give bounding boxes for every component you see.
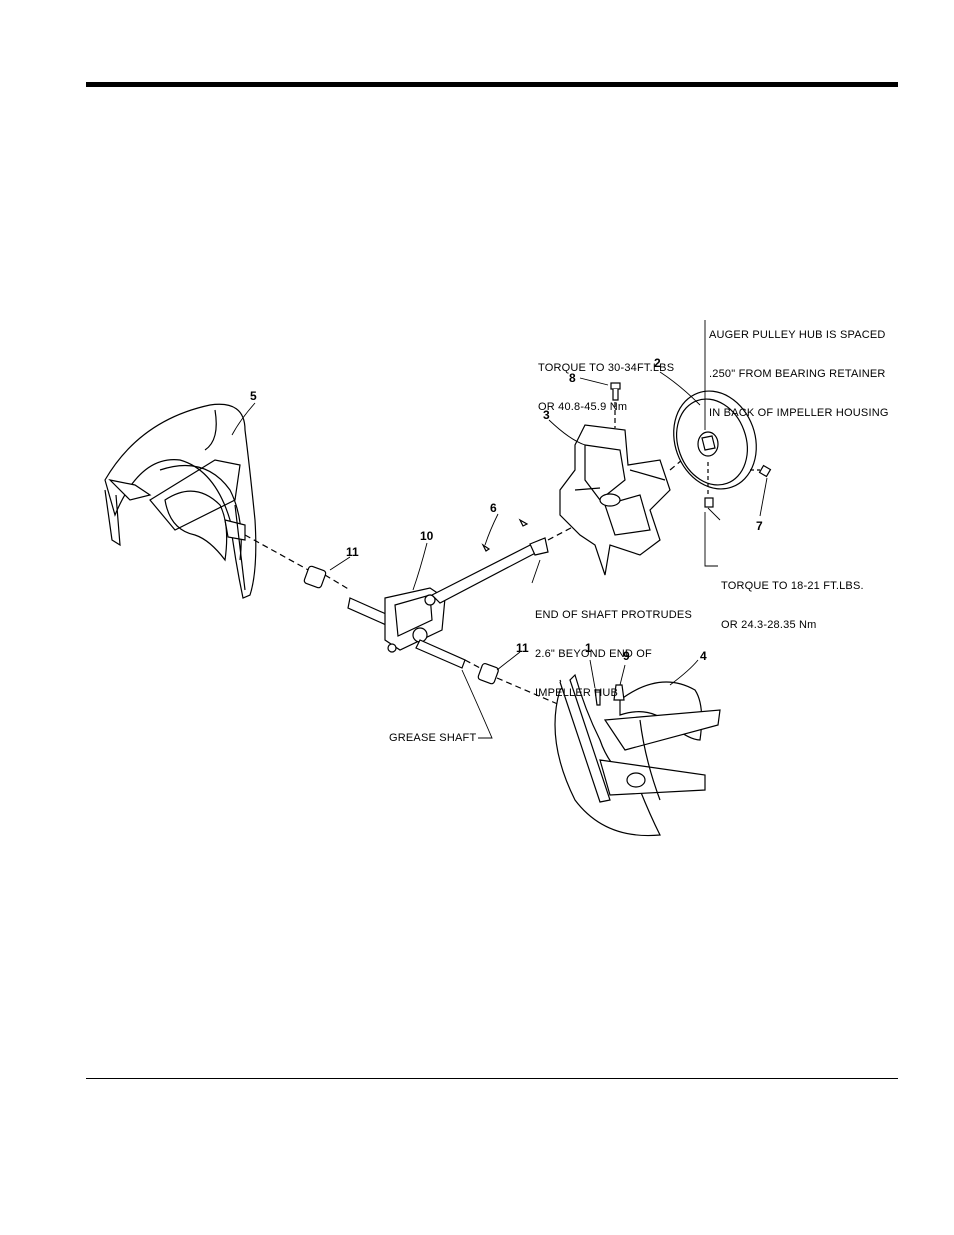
note-torque-bottom: TORQUE TO 18-21 FT.LBS. OR 24.3-28.35 Nm bbox=[721, 554, 864, 645]
note-line: OR 40.8-45.9 Nm bbox=[538, 401, 628, 413]
top-rule bbox=[86, 82, 898, 87]
note-line: OR 24.3-28.35 Nm bbox=[721, 619, 817, 631]
callout-9: 9 bbox=[623, 649, 630, 663]
callout-7: 7 bbox=[756, 519, 763, 533]
note-line: AUGER PULLEY HUB IS SPACED bbox=[709, 329, 886, 341]
note-line: 2.6" BEYOND END OF bbox=[535, 648, 652, 660]
auger-pulley bbox=[673, 390, 757, 490]
note-torque-top: TORQUE TO 30-34FT.LBS OR 40.8-45.9 Nm bbox=[538, 336, 674, 427]
note-line: END OF SHAFT PROTRUDES bbox=[535, 609, 692, 621]
note-auger-pulley-spacing: AUGER PULLEY HUB IS SPACED .250" FROM BE… bbox=[709, 303, 889, 433]
note-line: TORQUE TO 18-21 FT.LBS. bbox=[721, 580, 864, 592]
left-auger-drawing bbox=[104, 403, 257, 599]
callout-1: 1 bbox=[585, 641, 592, 655]
right-auger-drawing bbox=[554, 673, 721, 837]
note-line: .250" FROM BEARING RETAINER bbox=[709, 368, 886, 380]
callout-4: 4 bbox=[700, 649, 707, 663]
impeller-drawing bbox=[559, 424, 671, 576]
callout-2: 2 bbox=[654, 356, 661, 370]
gearbox-drawing bbox=[347, 537, 549, 669]
callout-8: 8 bbox=[569, 371, 576, 385]
bolt-8 bbox=[610, 382, 621, 428]
callout-11-left: 11 bbox=[346, 545, 359, 559]
callout-11-right: 11 bbox=[516, 641, 529, 655]
note-line: TORQUE TO 30-34FT.LBS bbox=[538, 362, 675, 374]
note-grease-shaft: GREASE SHAFT bbox=[389, 732, 477, 744]
note-line: IMPELLER HUB bbox=[535, 687, 619, 699]
note-shaft-protrusion: END OF SHAFT PROTRUDES 2.6" BEYOND END O… bbox=[535, 583, 692, 713]
callout-3: 3 bbox=[543, 408, 550, 422]
note-line: IN BACK OF IMPELLER HOUSING bbox=[709, 407, 889, 419]
bushing-right bbox=[477, 662, 499, 685]
bottom-rule bbox=[86, 1078, 898, 1079]
bushing-left bbox=[303, 565, 327, 589]
callout-5: 5 bbox=[250, 389, 257, 403]
callout-6: 6 bbox=[490, 501, 497, 515]
callout-10: 10 bbox=[420, 529, 434, 543]
